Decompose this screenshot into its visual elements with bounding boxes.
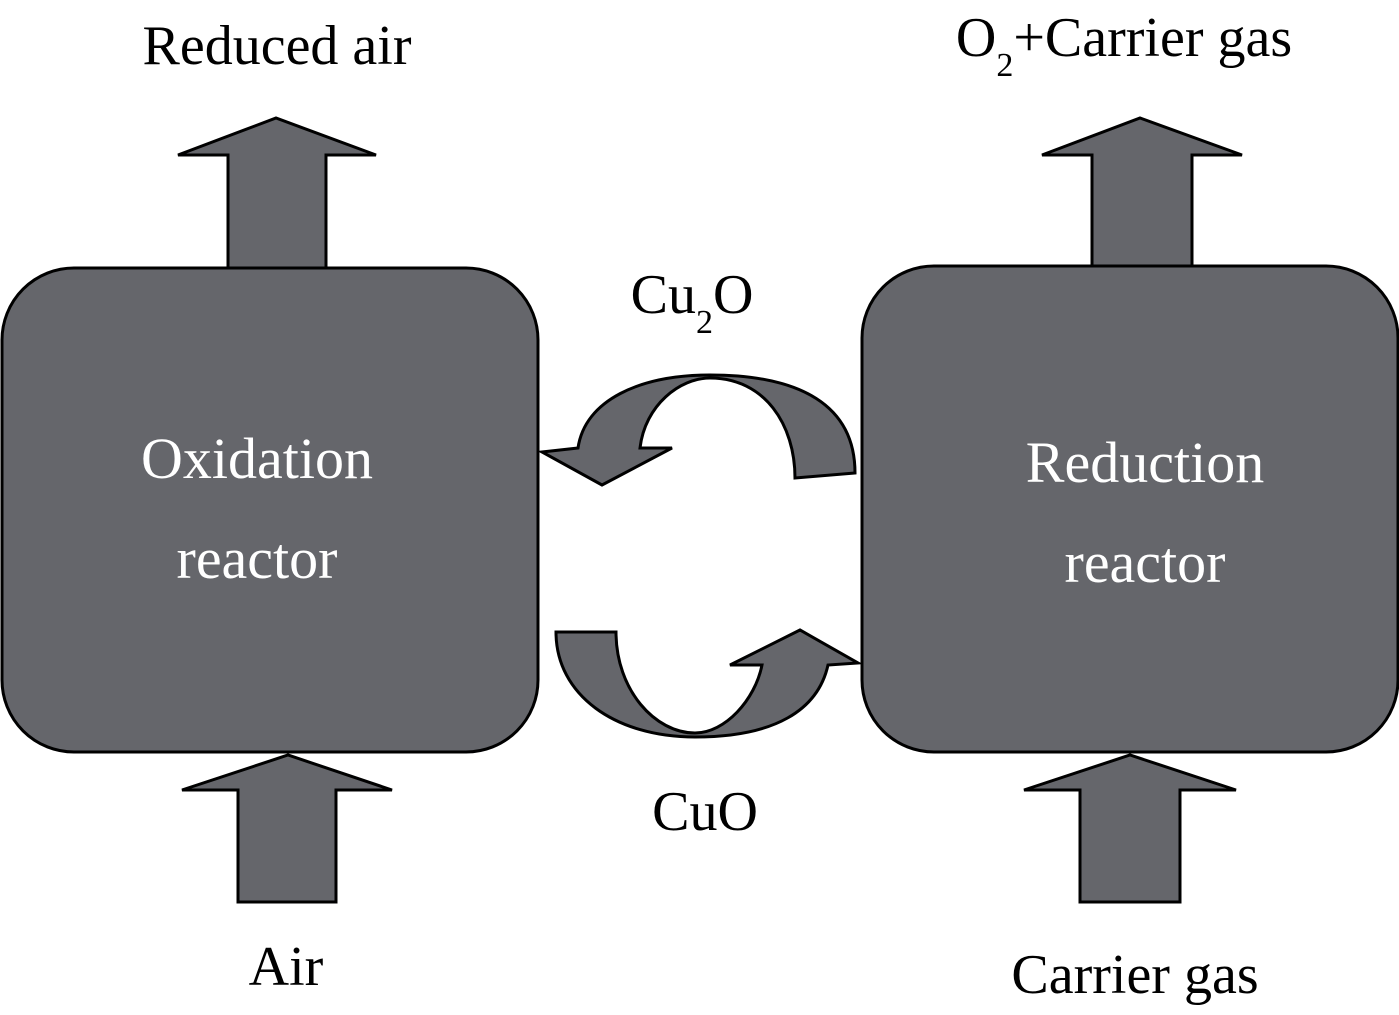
o2-carrier-gas-outlet-arrow — [1041, 116, 1243, 270]
cu2o-label-subscript: 2 — [696, 304, 713, 341]
reduced-air-label: Reduced air — [143, 15, 412, 77]
o2-carrier-gas-label-suffix: +Carrier gas — [1013, 7, 1292, 69]
cu2o-cycle-arrow — [537, 373, 857, 487]
reduction-reactor-box — [860, 264, 1399, 754]
o2-carrier-gas-label: O2+Carrier gas — [956, 7, 1292, 84]
o2-carrier-gas-label-prefix: O — [956, 7, 996, 69]
cu2o-label-prefix: Cu — [631, 264, 696, 326]
cuo-label: CuO — [652, 781, 758, 843]
cu2o-label-suffix: O — [713, 264, 753, 326]
oxidation-reactor-label-line1: Oxidation — [141, 426, 373, 491]
reduction-reactor-label-line2: reactor — [1065, 530, 1226, 595]
oxidation-reactor-box — [0, 266, 540, 754]
reduced-air-outlet-arrow — [177, 116, 377, 270]
oxidation-reactor-label-line2: reactor — [177, 526, 338, 591]
air-label: Air — [249, 936, 324, 998]
carrier-gas-inlet-arrow — [1023, 753, 1237, 904]
reduction-reactor-label-line1: Reduction — [1026, 430, 1264, 495]
o2-carrier-gas-label-subscript: 2 — [996, 47, 1013, 84]
air-inlet-arrow — [181, 753, 393, 904]
cu2o-label: Cu2O — [631, 264, 754, 341]
cuo-cycle-arrow — [554, 628, 864, 739]
carrier-gas-label: Carrier gas — [1011, 944, 1258, 1006]
